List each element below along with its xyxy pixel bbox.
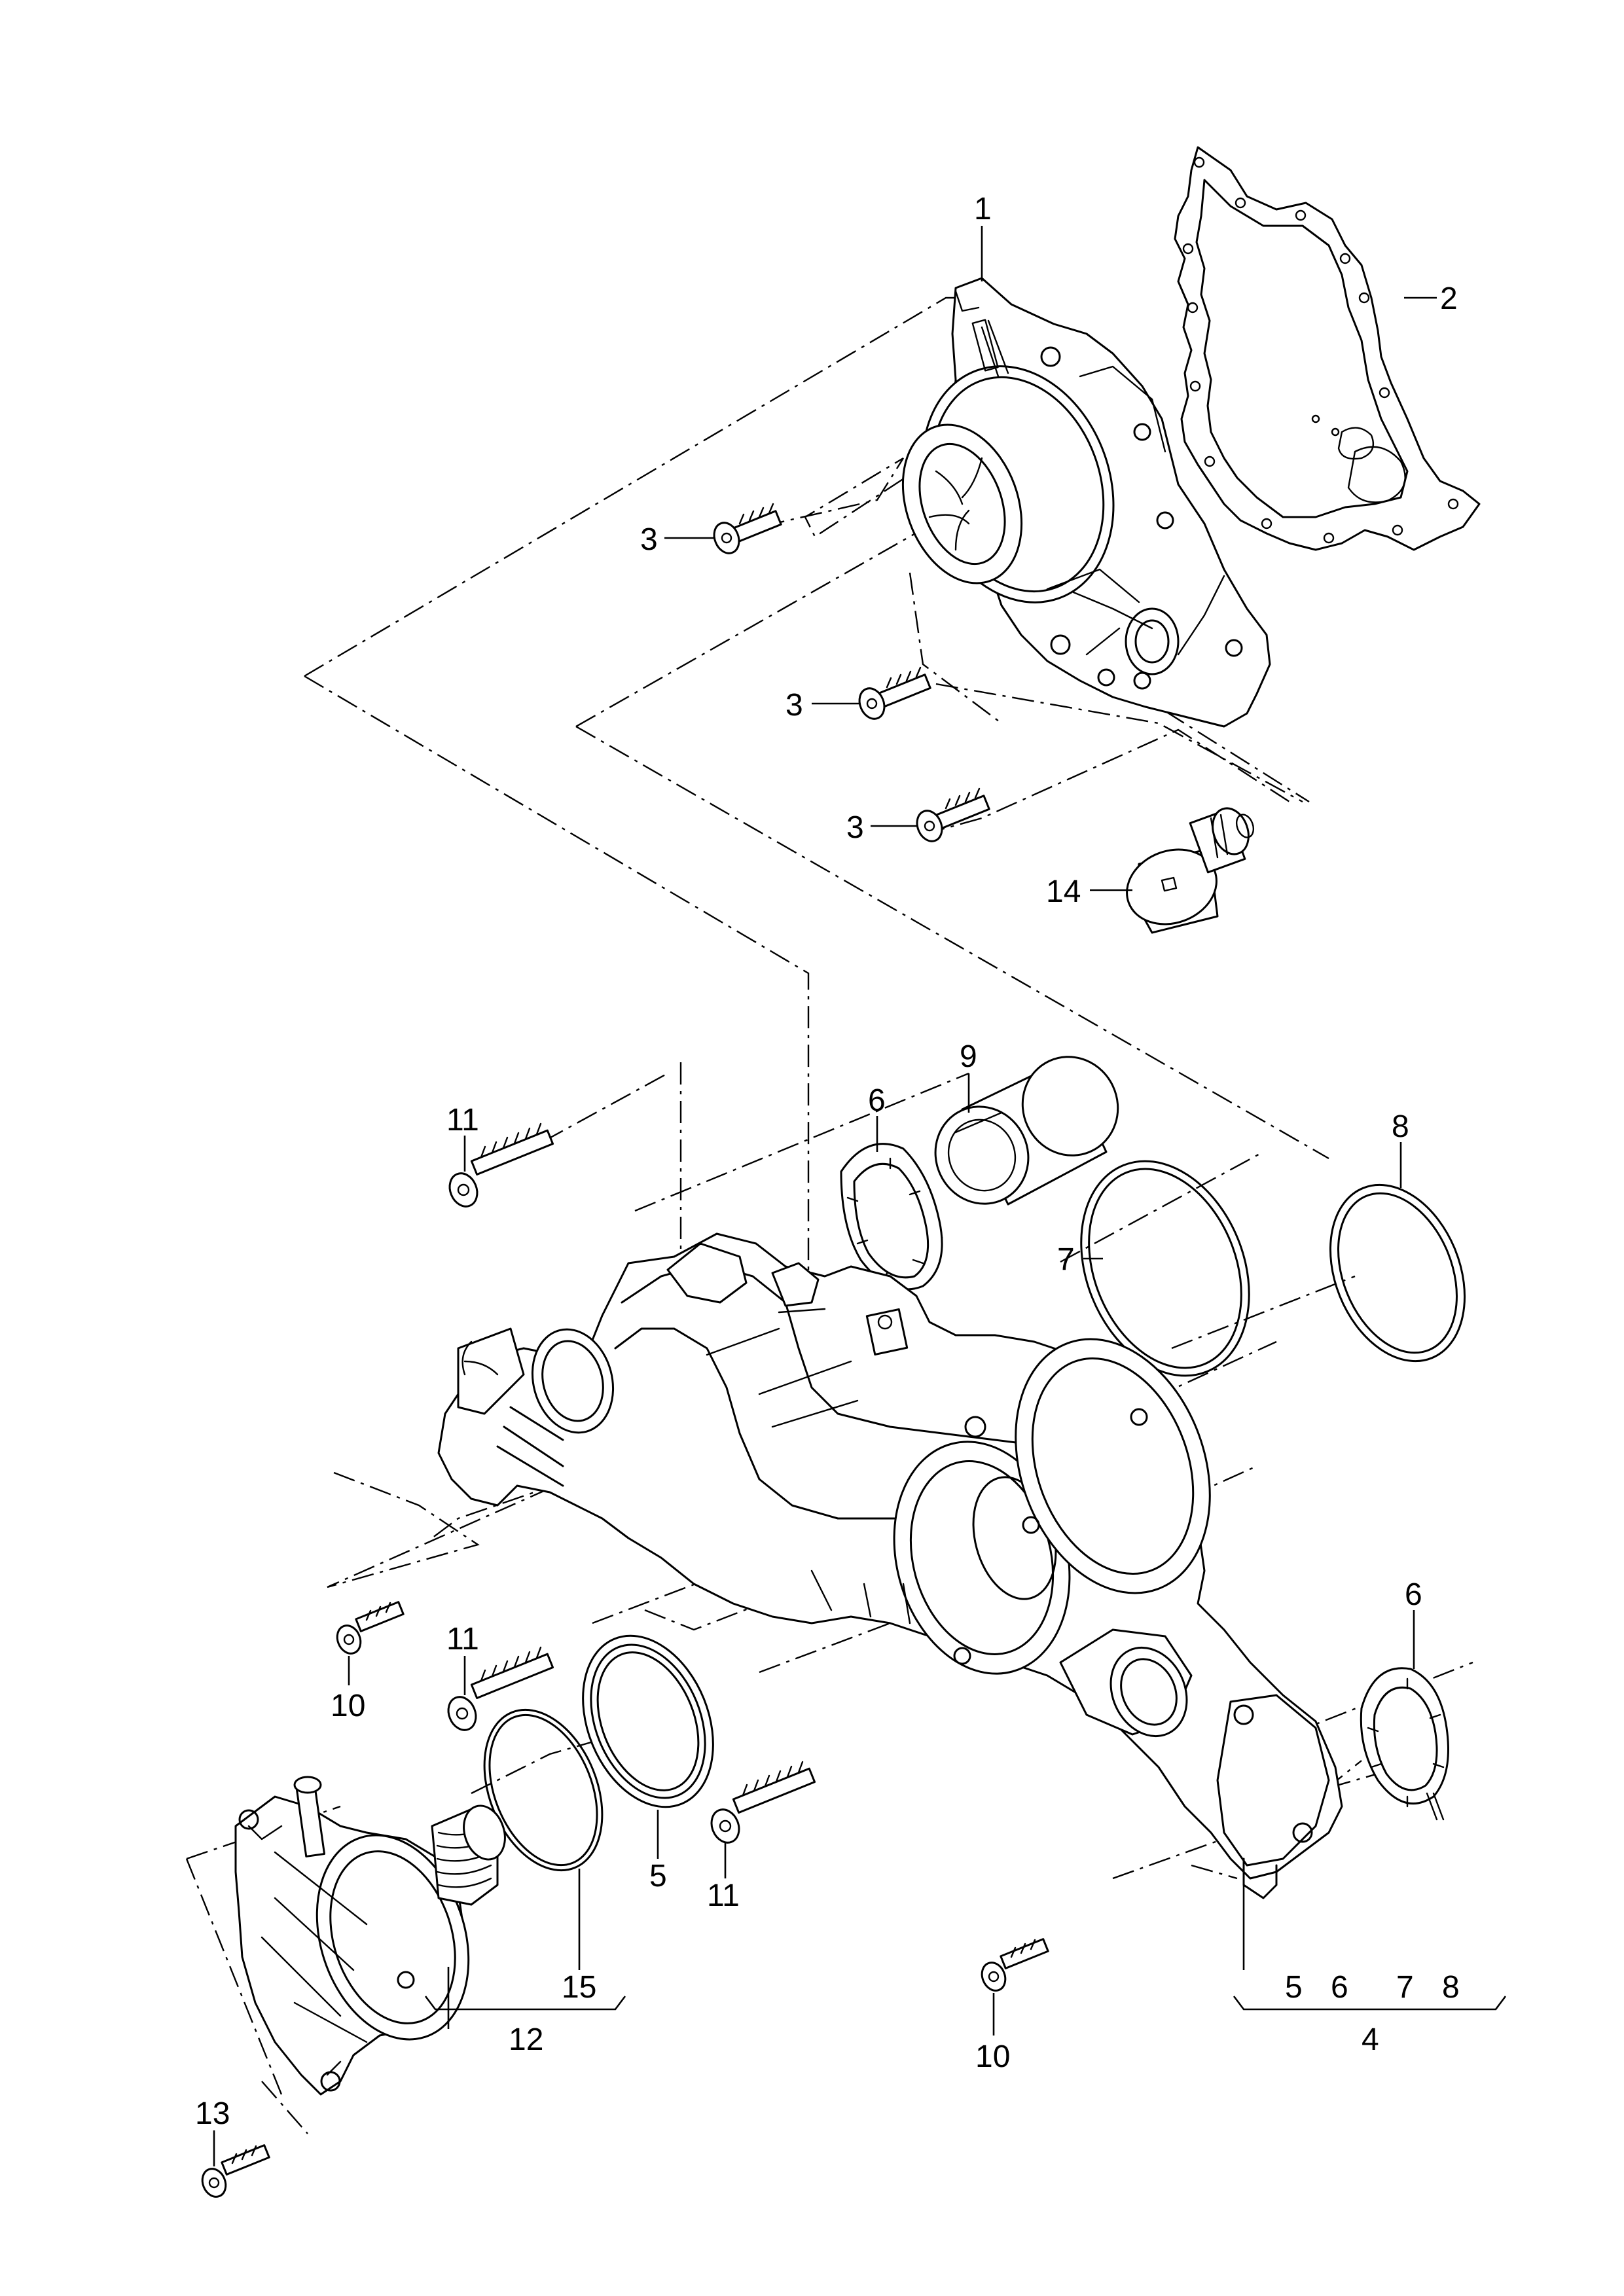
bolt-11-b: [447, 1646, 554, 1731]
leader-lines: [213, 226, 1507, 2166]
callout-11-c: 11: [707, 1878, 740, 1913]
callout-8: 8: [1392, 1109, 1409, 1144]
callout-14: 14: [1046, 874, 1081, 909]
callout-5-a: 5: [649, 1859, 667, 1893]
callout-4-8: 8: [1442, 1970, 1460, 2005]
callout-15: 15: [562, 1970, 596, 2005]
gasket-6-a: [840, 1143, 943, 1291]
temperature-sender-14: [1126, 807, 1255, 934]
callout-3-c: 3: [846, 810, 864, 845]
thermostat-assembly-12: [234, 1776, 506, 2096]
callout-labels: 1 2 3 3 3 14 9 11 6 8 7 11 6 10 5 11 15 …: [195, 192, 1460, 2131]
callout-4: 4: [1362, 2022, 1379, 2057]
callout-11-a: 11: [446, 1103, 479, 1138]
callout-12: 12: [509, 2022, 543, 2057]
callout-7: 7: [1057, 1242, 1075, 1277]
bolt-11-a: [448, 1122, 554, 1208]
bolt-3-a: [713, 503, 782, 554]
callout-6-b: 6: [1405, 1577, 1422, 1612]
bolt-3-c: [916, 787, 990, 842]
gasket-2: [1174, 146, 1481, 551]
gasket-6-b: [1360, 1667, 1449, 1821]
bolt-10-a: [336, 1601, 405, 1655]
o-ring-7: [1080, 1160, 1250, 1377]
callout-1: 1: [974, 192, 992, 226]
callout-6-a: 6: [868, 1083, 886, 1118]
callout-4-7: 7: [1396, 1970, 1414, 2005]
callout-4-5: 5: [1285, 1970, 1303, 2005]
callout-10-b: 10: [975, 2039, 1010, 2074]
bolt-13: [201, 2144, 270, 2198]
callout-4-6: 6: [1331, 1970, 1348, 2005]
bolt-11-c: [710, 1761, 816, 1844]
callout-11-b: 11: [446, 1622, 479, 1657]
callout-3-a: 3: [640, 522, 658, 557]
water-pump-1: [901, 277, 1271, 728]
seal-ring-5: [582, 1634, 714, 1808]
bolt-3-b: [858, 666, 931, 720]
callout-10-a: 10: [331, 1689, 365, 1723]
callout-2: 2: [1440, 281, 1458, 316]
bolt-10-b: [981, 1938, 1049, 1992]
coolant-housing: [437, 1232, 1343, 1899]
callout-9: 9: [960, 1039, 977, 1074]
o-ring-8: [1329, 1183, 1466, 1363]
connector-pipe-9: [934, 1056, 1119, 1206]
callout-3-b: 3: [785, 688, 803, 723]
callout-13: 13: [195, 2096, 230, 2131]
